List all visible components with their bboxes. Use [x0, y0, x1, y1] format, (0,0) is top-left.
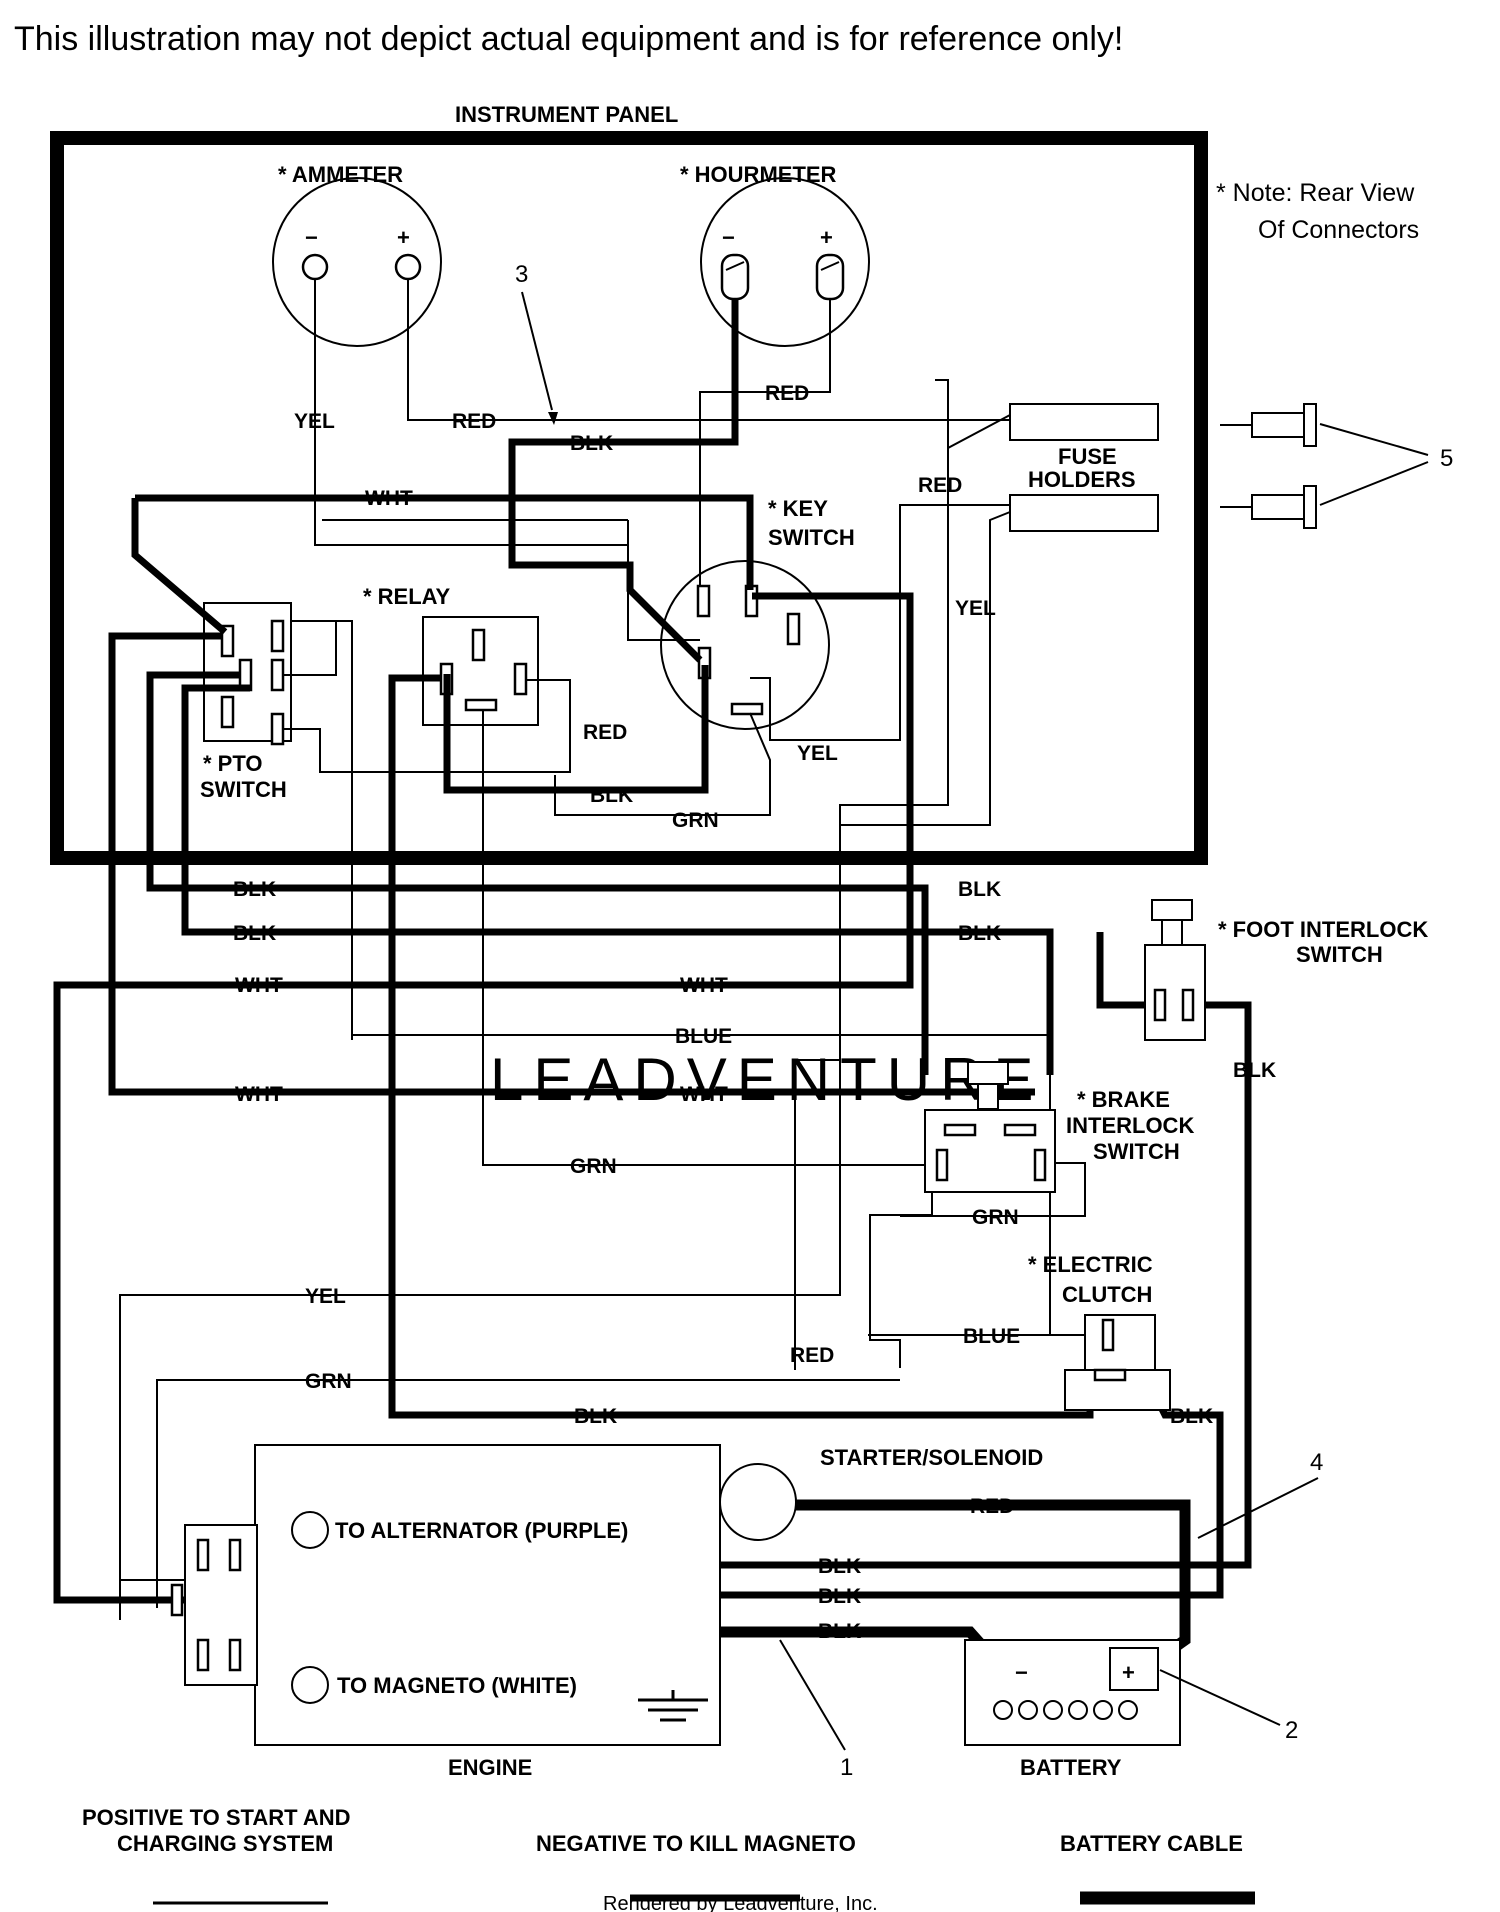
instrument-panel-title: INSTRUMENT PANEL: [455, 102, 678, 127]
starter-solenoid-label: STARTER/SOLENOID: [820, 1445, 1043, 1470]
wire-label-yel: YEL: [294, 410, 335, 433]
wire-label-red: RED: [790, 1344, 834, 1367]
pto-switch-label-2: SWITCH: [200, 777, 287, 802]
disclaimer: This illustration may not depict actual …: [14, 20, 1123, 58]
wire-label-yel: YEL: [955, 597, 996, 620]
to-magneto-label: TO MAGNETO (WHITE): [337, 1673, 577, 1698]
wire-label-blk: BLK: [574, 1405, 617, 1428]
relay: * RELAY: [363, 584, 539, 726]
note-line-2: Of Connectors: [1258, 216, 1419, 244]
hourmeter-plus: +: [820, 225, 833, 250]
wire-label-blk: BLK: [570, 432, 613, 455]
wire-label-red: RED: [918, 474, 962, 497]
battery-plus: +: [1122, 1660, 1135, 1685]
callout-2: 2: [1285, 1717, 1298, 1744]
callout-5: 5: [1440, 445, 1453, 472]
wire-label-wht: WHT: [365, 487, 413, 510]
legend-negative: NEGATIVE TO KILL MAGNETO: [536, 1831, 856, 1856]
to-alternator-label: TO ALTERNATOR (PURPLE): [335, 1518, 628, 1543]
wire-label-blk: BLK: [958, 922, 1001, 945]
wire-label-red: RED: [583, 721, 627, 744]
brake-interlock-label-3: SWITCH: [1093, 1139, 1180, 1164]
ammeter-minus: −: [305, 225, 318, 250]
relay-label: * RELAY: [363, 584, 451, 609]
legend-positive-line-2: CHARGING SYSTEM: [117, 1831, 333, 1856]
legend: POSITIVE TO START AND CHARGING SYSTEM NE…: [82, 1805, 1255, 1905]
wire-label-blk: BLK: [233, 878, 276, 901]
wire-label-yel: YEL: [797, 742, 838, 765]
fuse-holders-label-2: HOLDERS: [1028, 467, 1136, 492]
wire-label-blk: BLK: [818, 1585, 861, 1608]
wire-label-red: RED: [765, 382, 809, 405]
engine-label: ENGINE: [448, 1755, 532, 1780]
hourmeter-minus: −: [722, 225, 735, 250]
electric-clutch: * ELECTRIC CLUTCH: [1028, 1252, 1171, 1411]
watermark: LEADVENTURE: [490, 1046, 1043, 1113]
wire-label-blk: BLK: [1233, 1059, 1276, 1082]
callout-4: 4: [1310, 1449, 1323, 1476]
wire-label-blk: BLK: [818, 1620, 861, 1643]
wire-label-grn: GRN: [972, 1206, 1019, 1229]
battery-label: BATTERY: [1020, 1755, 1122, 1780]
wire-label-red: RED: [970, 1495, 1014, 1518]
ammeter: * AMMETER − +: [272, 162, 442, 347]
engine: TO ALTERNATOR (PURPLE) TO MAGNETO (WHITE…: [170, 1444, 721, 1780]
wire-label-blk: BLK: [590, 784, 633, 807]
wire-label-grn: GRN: [672, 809, 719, 832]
wire-labels: YEL RED BLK RED WHT RED YEL RED YEL BLK …: [233, 382, 1276, 1643]
wire-label-yel: YEL: [305, 1285, 346, 1308]
battery-minus: −: [1015, 1660, 1028, 1685]
foot-interlock-label-2: SWITCH: [1296, 942, 1383, 967]
wires-thin: [119, 279, 1110, 1620]
battery: − + BATTERY: [964, 1639, 1181, 1780]
callouts: 3 5 4 2 1: [515, 261, 1453, 1781]
brake-interlock-switch: * BRAKE INTERLOCK SWITCH: [924, 1061, 1194, 1193]
wire-label-blue: BLUE: [963, 1325, 1020, 1348]
wire-label-blk: BLK: [958, 878, 1001, 901]
wire-label-red: RED: [452, 410, 496, 433]
foot-interlock-switch: * FOOT INTERLOCK SWITCH: [1144, 899, 1428, 1041]
instrument-panel-frame: [50, 131, 1208, 865]
connector-pins: [1220, 403, 1429, 529]
wire-label-grn: GRN: [570, 1155, 617, 1178]
wire-label-blue: BLUE: [675, 1025, 732, 1048]
key-switch-label-2: SWITCH: [768, 525, 855, 550]
legend-battery-cable: BATTERY CABLE: [1060, 1831, 1243, 1856]
key-switch-label-1: * KEY: [768, 496, 828, 521]
foot-interlock-label-1: * FOOT INTERLOCK: [1218, 917, 1428, 942]
electric-clutch-label-1: * ELECTRIC: [1028, 1252, 1153, 1277]
wire-label-blk: BLK: [233, 922, 276, 945]
ammeter-plus: +: [397, 225, 410, 250]
wire-label-wht: WHT: [680, 1083, 728, 1106]
callout-3: 3: [515, 261, 528, 288]
wire-label-grn: GRN: [305, 1370, 352, 1393]
starter-solenoid: STARTER/SOLENOID: [719, 1445, 1043, 1541]
callout-1: 1: [840, 1754, 853, 1781]
hourmeter: * HOURMETER − +: [680, 162, 870, 347]
brake-interlock-label-1: * BRAKE: [1077, 1087, 1170, 1112]
wire-label-blk: BLK: [818, 1555, 861, 1578]
wire-label-wht: WHT: [680, 974, 728, 997]
fuse-holders: FUSE HOLDERS: [1009, 403, 1159, 532]
footer: Rendered by Leadventure, Inc.: [603, 1893, 878, 1912]
wire-label-wht: WHT: [235, 974, 283, 997]
electric-clutch-label-2: CLUTCH: [1062, 1282, 1152, 1307]
wire-label-wht: WHT: [235, 1083, 283, 1106]
note-line-1: * Note: Rear View: [1216, 179, 1415, 207]
fuse-holders-label-1: FUSE: [1058, 444, 1117, 469]
wire-label-blk: BLK: [1170, 1405, 1213, 1428]
key-switch: * KEY SWITCH: [660, 496, 855, 730]
legend-positive-line-1: POSITIVE TO START AND: [82, 1805, 351, 1830]
pto-switch-label-1: * PTO: [203, 751, 263, 776]
brake-interlock-label-2: INTERLOCK: [1066, 1113, 1194, 1138]
